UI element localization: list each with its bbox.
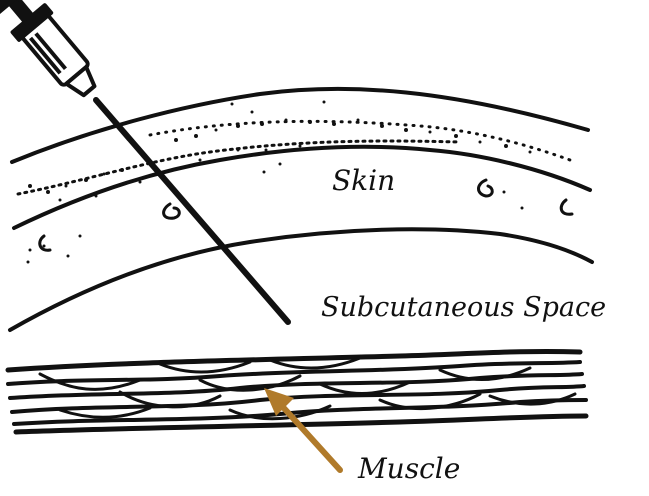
skin-label: Skin xyxy=(328,167,399,195)
skin-band-upper xyxy=(150,121,570,160)
skin-bottom-line xyxy=(14,147,590,228)
syringe-icon xyxy=(0,0,105,104)
muscle-label: Muscle xyxy=(354,455,464,483)
subcutaneous-label: Subcutaneous Space xyxy=(317,294,610,321)
needle-icon xyxy=(96,100,288,322)
arrow-icon xyxy=(264,388,340,470)
skin-layer xyxy=(12,89,590,228)
skin-curls xyxy=(40,180,572,250)
